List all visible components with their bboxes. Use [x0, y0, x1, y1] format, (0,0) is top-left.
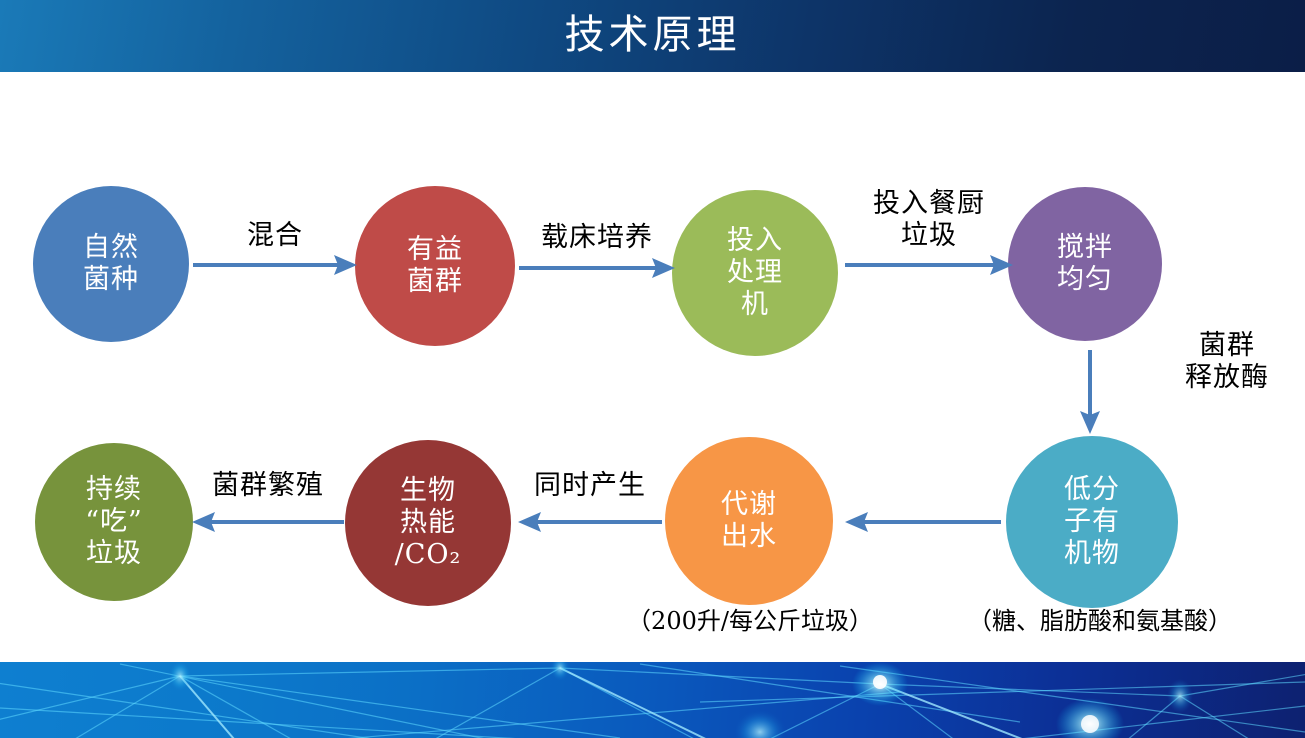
edge-label-simultaneously-produced: 同时产生 [534, 470, 646, 501]
arrow-flora-multiplies [192, 512, 344, 532]
node-metabolic-effluent[interactable]: 代谢 出水 [665, 437, 833, 605]
caption-metabolic-effluent: （200升/每公斤垃圾） [627, 607, 873, 635]
edge-label-feed-kitchen-waste: 投入餐厨 垃圾 [873, 188, 985, 252]
node-continuous-eat-waste[interactable]: 持续 “吃” 垃圾 [35, 443, 193, 601]
node-label: 有益 菌群 [407, 234, 463, 297]
node-label: 自然 菌种 [83, 232, 139, 295]
arrow-organics-to-effluent [845, 512, 1001, 532]
node-label: 持续 “吃” 垃圾 [85, 474, 143, 569]
page-title: 技术原理 [564, 12, 741, 58]
caption-low-molecular-organics: （糖、脂肪酸和氨基酸） [968, 607, 1232, 635]
edge-label-mix: 混合 [247, 220, 303, 251]
node-feed-into-processor[interactable]: 投入 处理 机 [672, 190, 838, 356]
node-label: 低分 子有 机物 [1064, 474, 1120, 569]
header-band [0, 0, 1305, 72]
edge-label-flora-release-enzyme: 菌群 释放酶 [1185, 330, 1269, 394]
node-natural-strain[interactable]: 自然 菌种 [33, 186, 189, 342]
arrow-bed-culture [519, 258, 675, 278]
arrow-flora-release-enzyme [1080, 350, 1100, 434]
arrow-feed-kitchen-waste [845, 255, 1013, 275]
network-pattern-icon [0, 662, 1305, 738]
node-beneficial-flora[interactable]: 有益 菌群 [355, 186, 515, 346]
node-low-molecular-organics[interactable]: 低分 子有 机物 [1006, 436, 1178, 608]
node-label: 搅拌 均匀 [1057, 232, 1113, 295]
node-stir-evenly[interactable]: 搅拌 均匀 [1008, 187, 1162, 341]
node-bio-heat-co2[interactable]: 生物 热能 /CO₂ [345, 440, 511, 606]
edge-label-flora-multiplies: 菌群繁殖 [212, 470, 324, 501]
footer-decoration-band [0, 662, 1305, 738]
node-label: 代谢 出水 [721, 489, 777, 552]
node-label: 投入 处理 机 [727, 225, 783, 320]
arrow-simultaneously-produced [518, 512, 662, 532]
arrow-mix [193, 255, 357, 275]
node-label: 生物 热能 /CO₂ [394, 475, 462, 570]
edge-label-bed-culture: 载床培养 [541, 222, 653, 253]
